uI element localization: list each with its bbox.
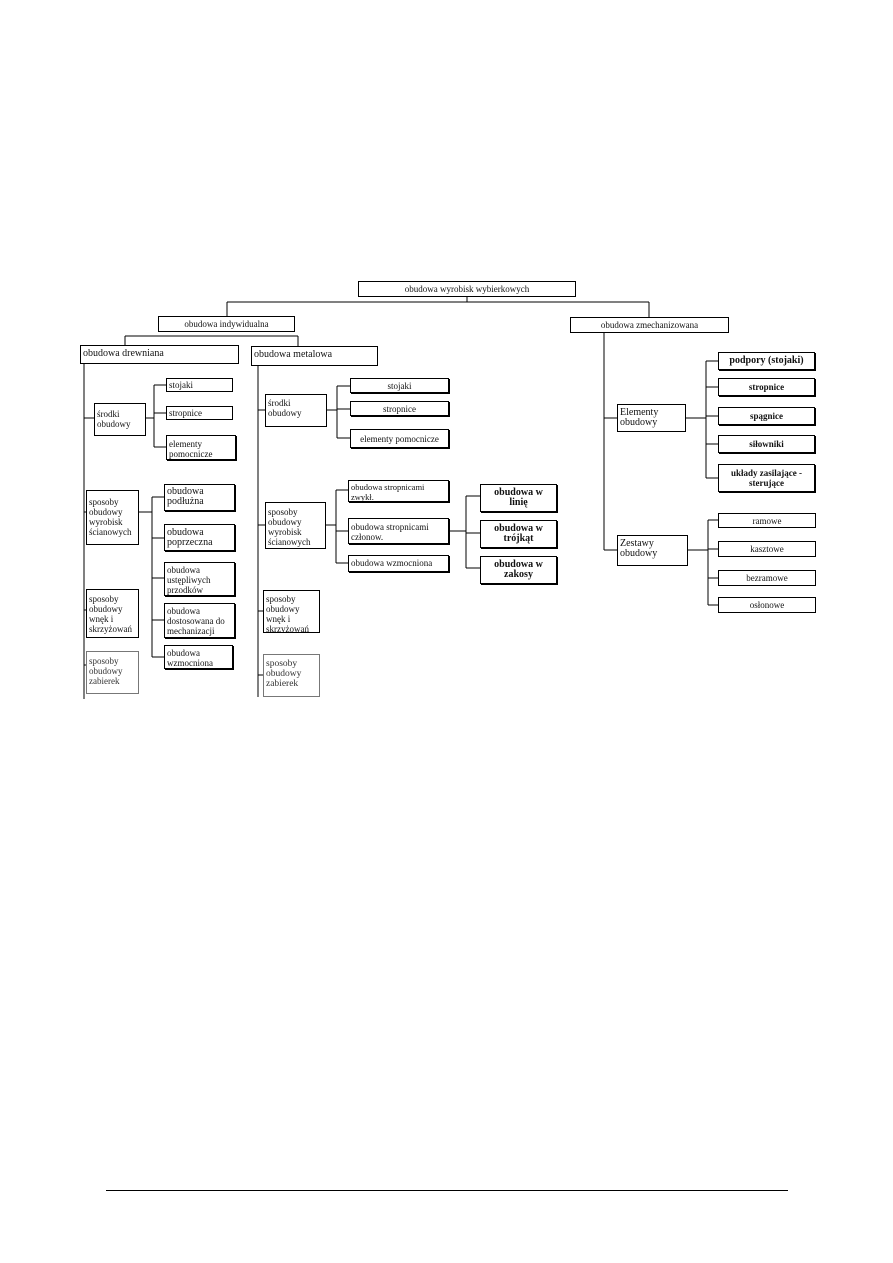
wood-means-node: środki obudowy (94, 403, 146, 436)
metal-segmented-item: obudowa w zakosy (480, 556, 557, 584)
metal-means-item: stojaki (350, 378, 449, 393)
mechanized-sets-node: Zestawy obudowy (617, 535, 688, 566)
mechanized-element-item: podpory (stojaki) (718, 352, 815, 370)
metal-segmented-item: obudowa w trójkąt (480, 520, 557, 548)
wood-walls-item: obudowa wzmocniona (164, 645, 233, 669)
mechanized-set-item: kasztowe (718, 541, 816, 557)
wood-walls-item: obudowa poprzeczna (164, 524, 235, 551)
wood-walls-item: obudowa ustępliwych przodków (164, 562, 235, 596)
footer-rule (106, 1190, 788, 1191)
mechanized-set-item: osłonowe (718, 597, 816, 613)
wood-support-node: obudowa drewniana (80, 345, 239, 364)
mechanized-element-item: stropnice (718, 378, 815, 396)
wood-means-item: stropnice (166, 406, 233, 420)
wood-walls-item: obudowa dostosowana do mechanizacji (164, 603, 235, 638)
wood-means-item: elementy pomocnicze (166, 435, 236, 460)
wood-cuts-method-node: sposoby obudowy zabierek (86, 651, 139, 694)
wood-means-item: stojaki (166, 378, 233, 392)
metal-niches-method-node: sposoby obudowy wnęk i skrzyżowań (263, 590, 320, 633)
wood-niches-method-node: sposoby obudowy wnęk i skrzyżowań (86, 589, 139, 638)
metal-walls-item: obudowa stropnicami członow. (348, 518, 449, 544)
wood-walls-method-node: sposoby obudowy wyrobisk ścianowych (86, 490, 139, 545)
metal-cuts-method-node: sposoby obudowy zabierek (263, 654, 320, 697)
mechanized-support-node: obudowa zmechanizowana (570, 317, 729, 333)
metal-support-node: obudowa metalowa (251, 346, 378, 366)
wood-walls-item: obudowa podłużna (164, 484, 235, 511)
mechanized-element-item: układy zasilające - sterujące (718, 464, 815, 492)
metal-walls-item: obudowa wzmocniona (348, 555, 449, 572)
metal-segmented-item: obudowa w linię (480, 484, 557, 512)
mechanized-element-item: spągnice (718, 407, 815, 425)
metal-walls-item: obudowa stropnicami zwykł. (348, 480, 449, 502)
mechanized-set-item: bezramowe (718, 570, 816, 586)
metal-walls-method-node: sposoby obudowy wyrobisk ścianowych (265, 502, 326, 549)
mechanized-element-item: siłowniki (718, 435, 815, 453)
metal-means-node: środki obudowy (265, 394, 327, 427)
mechanized-set-item: ramowe (718, 513, 816, 528)
individual-support-node: obudowa indywidualna (158, 316, 295, 332)
root-node: obudowa wyrobisk wybierkowych (358, 281, 576, 297)
metal-means-item: elementy pomocnicze (350, 429, 449, 448)
mechanized-elements-node: Elementy obudowy (617, 404, 686, 432)
metal-means-item: stropnice (350, 401, 449, 416)
